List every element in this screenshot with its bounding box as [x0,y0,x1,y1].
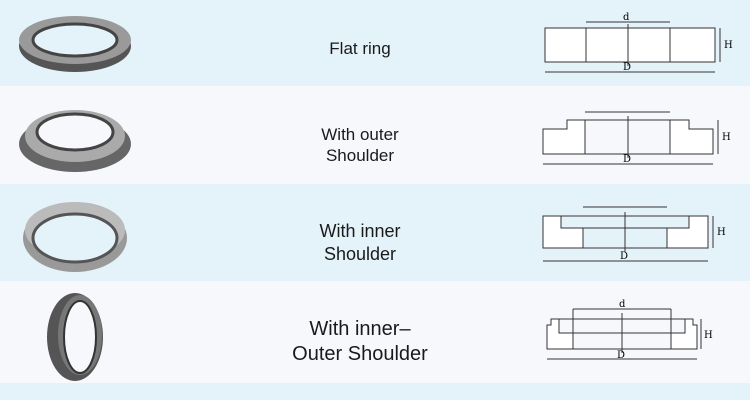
inner-outer-shoulder-diagram: d D H [546,299,713,361]
row-flat-ring: Flat ring d D H [0,0,750,86]
inner-outer-shoulder-ring-image [47,293,103,381]
row-inner-outer-shoulder: With inner– Outer Shoulder d D H [0,281,750,383]
row-label: Flat ring [250,38,470,59]
row-label: With inner– Outer Shoulder [250,317,470,367]
dim-H: H [724,40,733,51]
dim-H: H [704,330,713,341]
flat-ring-diagram: d D H [544,12,733,73]
dim-d: d [619,299,626,310]
label-line: Flat ring [329,39,391,58]
label-line: Outer Shoulder [292,343,428,365]
dim-d: d [623,12,630,23]
label-line: Shoulder [325,146,395,166]
dim-D: D [617,350,625,361]
dim-H: H [722,132,731,143]
inner-shoulder-diagram: D H [542,206,726,262]
dim-D: D [623,62,631,73]
outer-shoulder-ring-image [19,110,131,172]
label-line: With inner– [309,318,411,340]
label-line: With outer [321,125,399,144]
inner-shoulder-ring-image [23,202,127,272]
label-line: Shoulder [323,243,397,264]
label-line: With inner [319,221,401,241]
dim-D: D [623,154,631,165]
flat-ring-image [19,16,131,72]
dim-D: D [620,251,628,262]
outer-shoulder-diagram: D H [542,111,731,165]
bottom-stripe [0,383,750,400]
dim-H: H [717,227,726,238]
